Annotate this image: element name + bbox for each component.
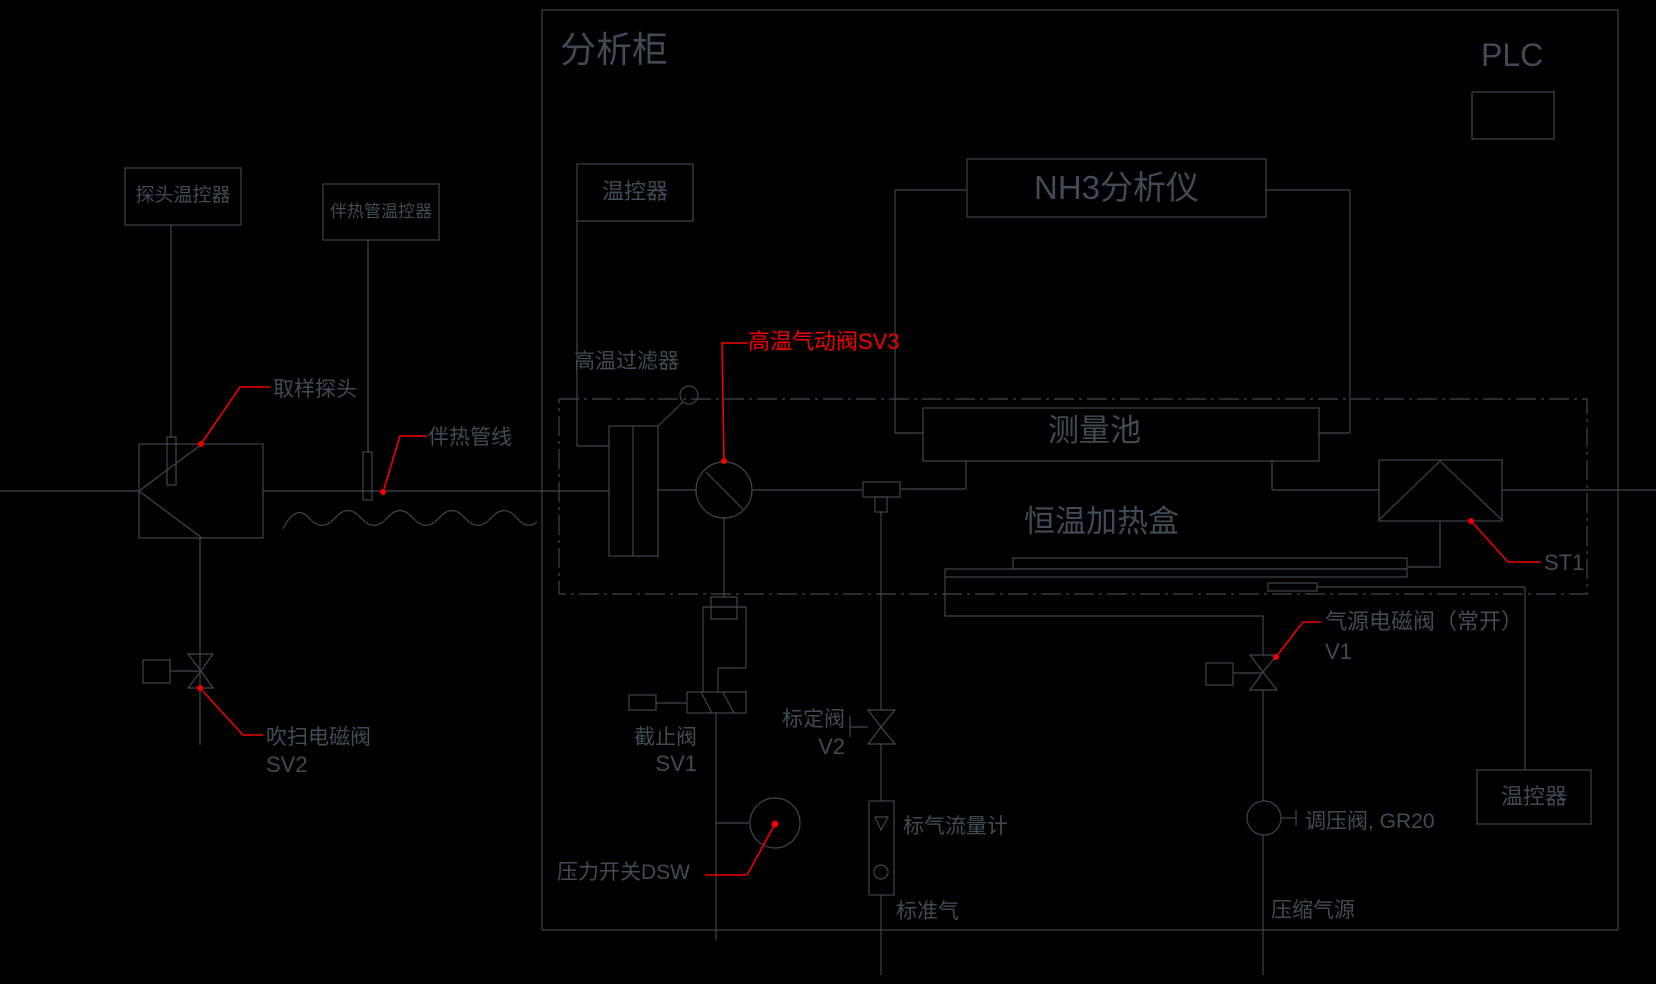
sampling-probe-symbol <box>138 436 264 539</box>
cal-valve-label: 标定阀 <box>782 708 845 731</box>
sampling-probe-label: 取样探头 <box>273 378 357 401</box>
nh3-analyzer-label: NH3分析仪 <box>1033 168 1200 206</box>
heater-box-dashed-outline <box>558 398 1588 595</box>
cabinet-title: 分析柜 <box>560 29 669 70</box>
thermostat-right-box <box>1476 769 1592 825</box>
pressure-switch-label: 压力开关DSW <box>557 861 690 884</box>
air-valve-tag: V1 <box>1325 639 1352 664</box>
st1-label: ST1 <box>1544 550 1585 575</box>
heater-box-label: 恒温加热盒 <box>1024 504 1179 539</box>
thermostat-left-label: 温控器 <box>601 179 668 205</box>
compressed-air-label: 压缩气源 <box>1271 899 1355 922</box>
filter-symbol <box>608 385 699 557</box>
purge-valve-sv2-symbol <box>142 538 215 745</box>
flowmeter-symbol <box>868 800 895 975</box>
shutoff-valve-tag: SV1 <box>655 751 697 776</box>
shutoff-valve-label: 截止阀 <box>634 726 697 749</box>
annotation-dots <box>197 441 1474 828</box>
std-gas-label: 标准气 <box>896 900 959 923</box>
probe-tc-box <box>124 167 242 437</box>
heat-trace-wave <box>282 509 538 530</box>
heater-plates <box>944 557 1526 770</box>
thermostat-left-box <box>576 163 694 447</box>
shutoff-valve-sv1-symbol <box>628 596 747 940</box>
flowmeter-label: 标气流量计 <box>903 815 1008 838</box>
sv3-valve-symbol <box>658 461 863 597</box>
sv3-valve-label: 高温气动阀SV3 <box>748 329 900 354</box>
air-valve-v1-symbol <box>944 577 1279 975</box>
cal-valve-tag: V2 <box>818 734 845 759</box>
purge-valve-label: 吹扫电磁阀 <box>266 726 371 749</box>
trace-tc-label: 伴热管温控器 <box>330 201 432 221</box>
cal-valve-v2-symbol <box>849 512 897 801</box>
regulator-label: 调压阀, GR20 <box>1305 810 1435 833</box>
trace-line-label: 伴热管线 <box>428 426 512 449</box>
purge-valve-tag: SV2 <box>266 752 308 777</box>
plc-label: PLC <box>1481 37 1544 73</box>
plc-box <box>1471 91 1555 140</box>
thermostat-right-label: 温控器 <box>1500 783 1567 809</box>
tee-fitting <box>862 481 901 513</box>
pressure-switch-symbol <box>716 797 801 849</box>
nh3-analyzer-box <box>894 158 1351 434</box>
st1-symbol <box>1378 459 1656 568</box>
measuring-cell-label: 测量池 <box>1048 413 1141 448</box>
air-valve-label: 气源电磁阀（常开） <box>1325 609 1524 634</box>
cabinet-outline <box>541 9 1619 931</box>
filter-label: 高温过滤器 <box>574 350 679 373</box>
measuring-cell-box <box>901 407 1379 491</box>
regulator-gr20-symbol <box>1246 800 1297 836</box>
probe-tc-label: 探头温控器 <box>135 185 231 207</box>
trace-tc-box <box>322 183 440 501</box>
annotation-leaders <box>199 342 1541 876</box>
